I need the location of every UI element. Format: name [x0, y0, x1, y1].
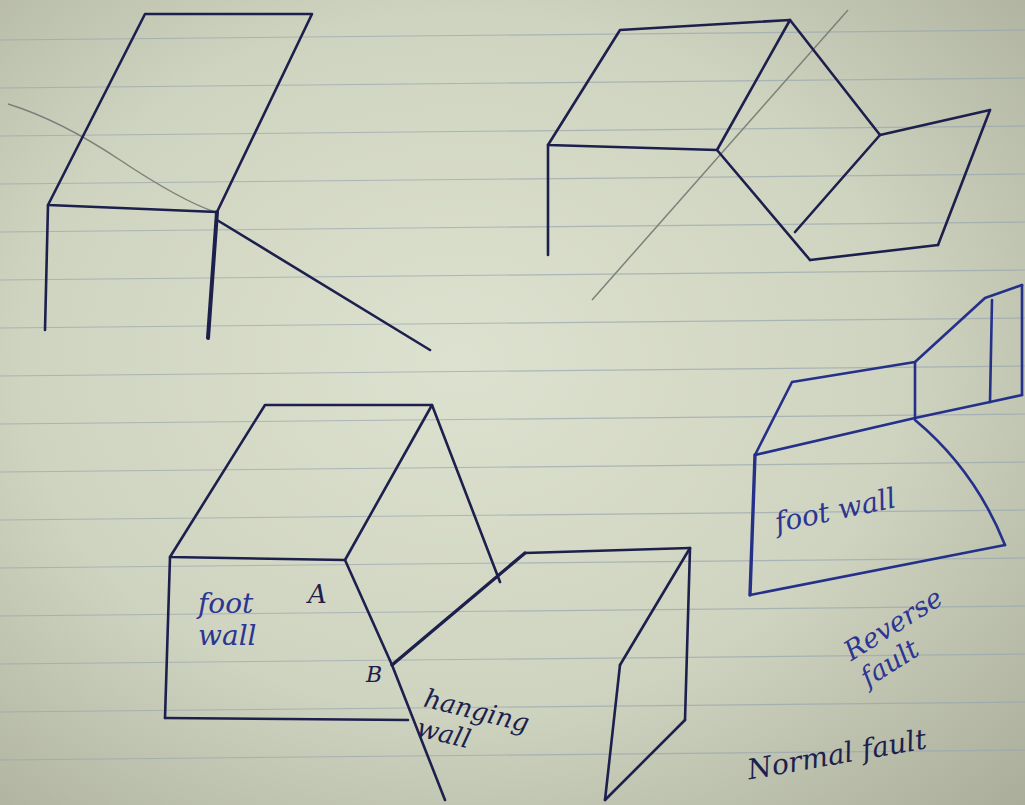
fault-blocks: [45, 14, 990, 800]
wall-label: foot wall: [198, 588, 298, 652]
ruled-lines: [0, 30, 1025, 760]
fault-label: Reverse fault: [838, 561, 998, 693]
wall-label: foot wall: [772, 466, 974, 539]
point-label: B: [366, 662, 396, 687]
reverse-fault-block: [750, 285, 1022, 595]
pencil-line: [8, 10, 848, 300]
fault-label: Normal fault: [745, 708, 1016, 787]
point-label: A: [308, 580, 338, 610]
